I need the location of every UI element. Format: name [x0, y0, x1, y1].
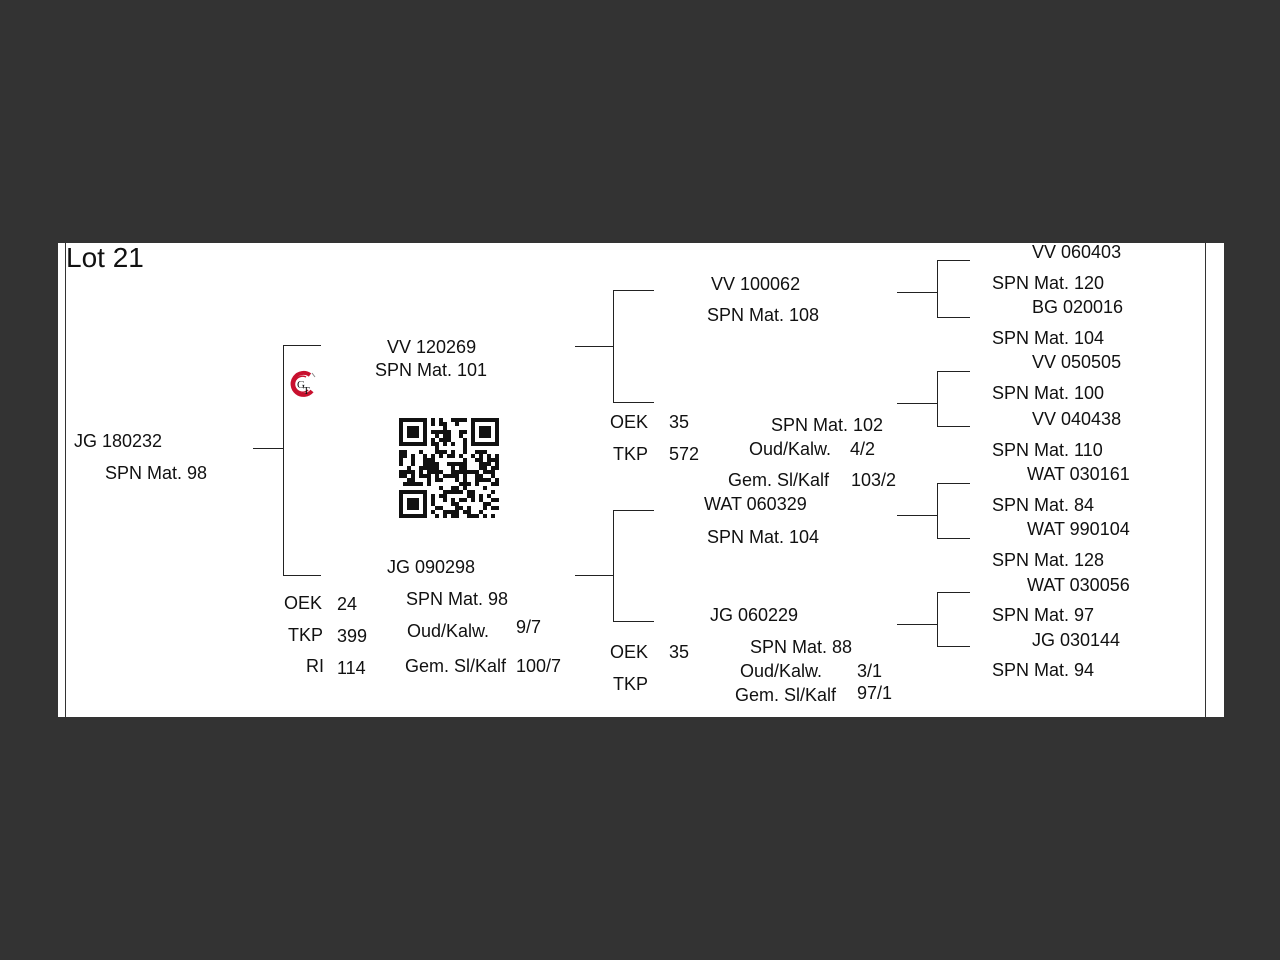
sire-oek-value: 35: [669, 412, 690, 432]
sire-tkp-value: 572: [669, 444, 700, 464]
svg-text:G: G: [297, 379, 305, 391]
pedigree-sheet: Lot 21 JG 180232 SPN Mat. 98 G T VV 1202…: [58, 242, 1224, 718]
great-2-spn: SPN Mat. 100: [992, 383, 1105, 403]
sire-spn: SPN Mat. 101: [375, 360, 488, 380]
sire-oud-label: Oud/Kalw.: [749, 439, 832, 459]
dam-gem-label: Gem. Sl/Kalf: [405, 656, 507, 676]
great-4-spn: SPN Mat. 84: [992, 495, 1095, 515]
great-3-id: VV 040438: [1032, 409, 1122, 429]
bracket-g2-stub: [897, 403, 937, 404]
great-4-id: WAT 030161: [1027, 464, 1130, 484]
bracket-g1-top: [937, 260, 970, 261]
sire-id: VV 120269: [387, 337, 477, 357]
frame-left-line: [65, 242, 66, 718]
frame-bottom: [58, 717, 1224, 718]
bracket-subject-vertical: [283, 345, 284, 575]
bracket-g2-top: [937, 371, 970, 372]
qr-code-icon: [399, 418, 499, 518]
great-6-spn: SPN Mat. 97: [992, 605, 1095, 625]
great-7-id: JG 030144: [1032, 630, 1121, 650]
sire-dam-spn: SPN Mat. 102: [771, 415, 884, 435]
grand-sd-spn: SPN Mat. 104: [707, 527, 820, 547]
grand-ss-id: VV 100062: [711, 274, 801, 294]
bracket-sire-arm: [283, 345, 321, 346]
bracket-g1-bottom: [937, 317, 970, 318]
sire-gem-label: Gem. Sl/Kalf: [728, 470, 830, 490]
great-7-spn: SPN Mat. 94: [992, 660, 1095, 680]
bracket-sire-vertical: [613, 290, 614, 402]
gt-logo-icon: G T: [288, 369, 318, 404]
svg-text:T: T: [303, 385, 310, 397]
sire-oud-value: 4/2: [850, 439, 876, 459]
great-6-id: WAT 030056: [1027, 575, 1130, 595]
bracket-ds-arm: [613, 621, 654, 622]
great-2-id: VV 050505: [1032, 352, 1122, 372]
bracket-g3-bottom: [937, 538, 970, 539]
bracket-g1-stub: [897, 292, 937, 293]
great-1-id: BG 020016: [1032, 297, 1124, 317]
dam-gem-value: 100/7: [516, 656, 562, 676]
bracket-g4-vertical: [937, 592, 938, 646]
great-5-spn: SPN Mat. 128: [992, 550, 1105, 570]
bracket-g4-top: [937, 592, 970, 593]
dam-tkp-value: 399: [337, 626, 368, 646]
grand-sd-id: WAT 060329: [704, 494, 807, 514]
grand-ds-tkp-label: TKP: [613, 674, 649, 694]
bracket-g3-top: [937, 483, 970, 484]
sire-oek-label: OEK: [610, 412, 649, 432]
dam-ri-value: 114: [337, 658, 366, 678]
grand-ds-oud-label: Oud/Kalw.: [740, 661, 823, 681]
bracket-g3-vertical: [937, 483, 938, 538]
bracket-subject-stub: [253, 448, 283, 449]
bracket-dam-vertical: [613, 510, 614, 621]
frame-top: [58, 242, 1224, 243]
dam-tkp-label: TKP: [288, 625, 324, 645]
dam-oek-label: OEK: [284, 593, 323, 613]
bracket-g4-stub: [897, 624, 937, 625]
bracket-g2-vertical: [937, 371, 938, 426]
dam-spn: SPN Mat. 98: [406, 589, 509, 609]
grand-ds-gem-value: 97/1: [857, 683, 893, 703]
grand-ds-gem-label: Gem. Sl/Kalf: [735, 685, 837, 705]
bracket-g1-vertical: [937, 260, 938, 317]
bracket-dam-arm: [283, 575, 321, 576]
dam-oek-value: 24: [337, 594, 358, 614]
dam-oud-label: Oud/Kalw.: [407, 621, 490, 641]
bracket-ss-arm: [613, 290, 654, 291]
bracket-sd-arm: [613, 402, 654, 403]
great-0-spn: SPN Mat. 120: [992, 273, 1105, 293]
bracket-g4-bottom: [937, 646, 970, 647]
bracket-sire-stub: [575, 346, 613, 347]
dam-oud-value: 9/7: [516, 617, 542, 637]
grand-ds-spn: SPN Mat. 88: [750, 637, 853, 657]
bracket-g3-stub: [897, 515, 937, 516]
bracket-dam-stub: [575, 575, 613, 576]
grand-ds-oud-value: 3/1: [857, 661, 883, 681]
grand-ds-oek-value: 35: [669, 642, 690, 662]
dam-ri-label: RI: [306, 656, 324, 676]
great-5-id: WAT 990104: [1027, 519, 1130, 539]
dam-id: JG 090298: [387, 557, 476, 577]
grand-ds-oek-label: OEK: [610, 642, 649, 662]
frame-right-line: [1205, 242, 1206, 718]
grand-ss-spn: SPN Mat. 108: [707, 305, 820, 325]
sire-gem-value: 103/2: [851, 470, 897, 490]
bracket-g2-bottom: [937, 426, 970, 427]
great-3-spn: SPN Mat. 110: [992, 440, 1103, 460]
grand-ds-id: JG 060229: [710, 605, 799, 625]
great-1-spn: SPN Mat. 104: [992, 328, 1105, 348]
lot-title: Lot 21: [66, 242, 144, 273]
sire-tkp-label: TKP: [613, 444, 649, 464]
bracket-dd-arm: [613, 510, 654, 511]
subject-spn: SPN Mat. 98: [105, 463, 208, 483]
great-0-id: VV 060403: [1032, 242, 1122, 262]
subject-id: JG 180232: [74, 431, 163, 451]
